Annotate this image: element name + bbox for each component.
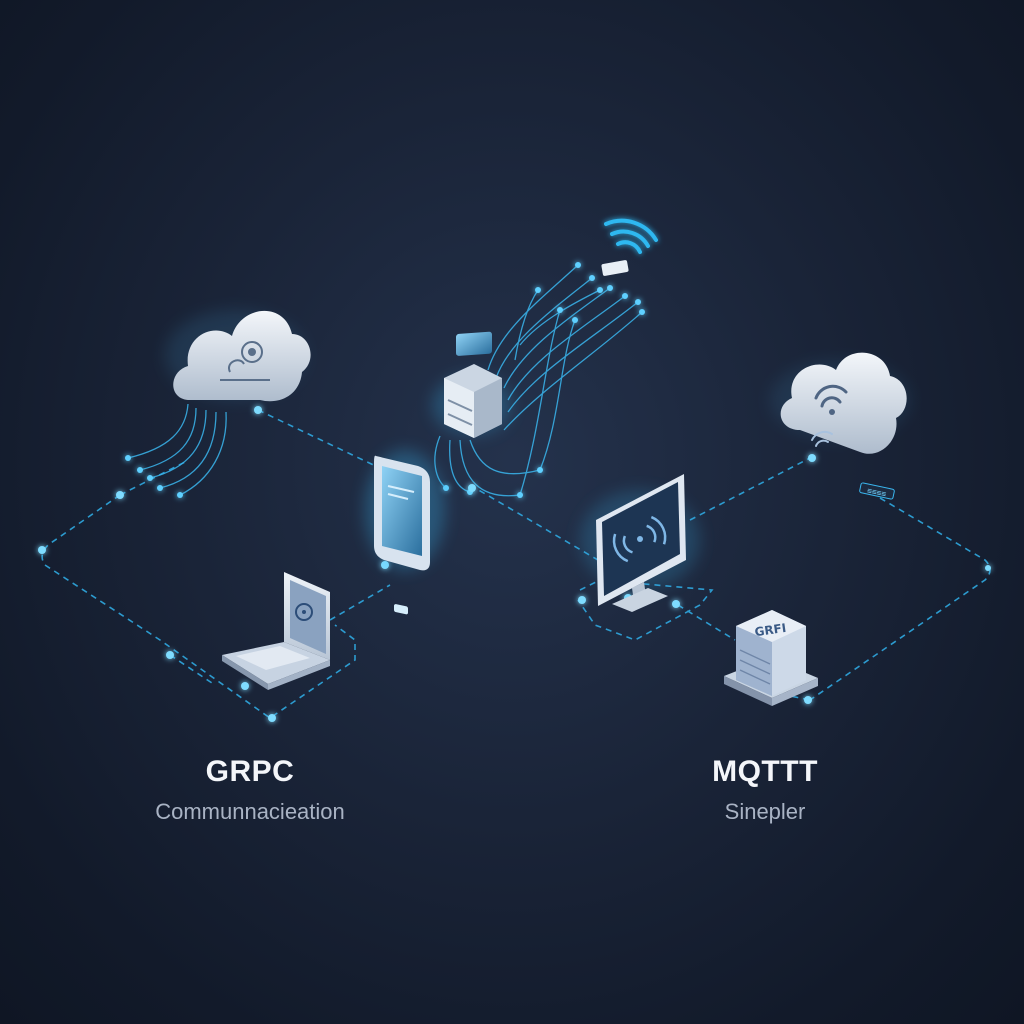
link-badge: ≡≡≡≡ <box>859 482 895 500</box>
server-icon <box>432 331 512 438</box>
server-rack-label: GRFI <box>754 621 787 639</box>
wifi-router-icon <box>601 218 658 276</box>
monitor-icon <box>580 474 700 612</box>
cloud-traces <box>127 403 227 496</box>
grpc-caption: GRPC Communnacieation <box>110 755 390 825</box>
circuit-nodes <box>443 262 645 498</box>
circuit-traces <box>434 264 643 497</box>
tablet-icon <box>365 450 445 615</box>
laptop-icon <box>222 572 330 690</box>
wifi-cloud-icon <box>770 352 910 454</box>
grpc-title: GRPC <box>205 755 295 788</box>
mqtt-caption: MQTTT Sinepler <box>660 755 870 825</box>
right-loop-connection <box>469 457 991 701</box>
server-rack-icon: GRFI <box>724 610 818 706</box>
grpc-subtitle: Communnacieation <box>155 799 345 824</box>
mqtt-title: MQTTT <box>712 755 818 788</box>
mqtt-subtitle: Sinepler <box>724 799 806 824</box>
left-loop-connection <box>41 409 391 719</box>
link-badge-label: ≡≡≡≡ <box>866 486 887 499</box>
cloud-trace-nodes <box>125 455 183 498</box>
cloud-icon <box>165 310 311 402</box>
